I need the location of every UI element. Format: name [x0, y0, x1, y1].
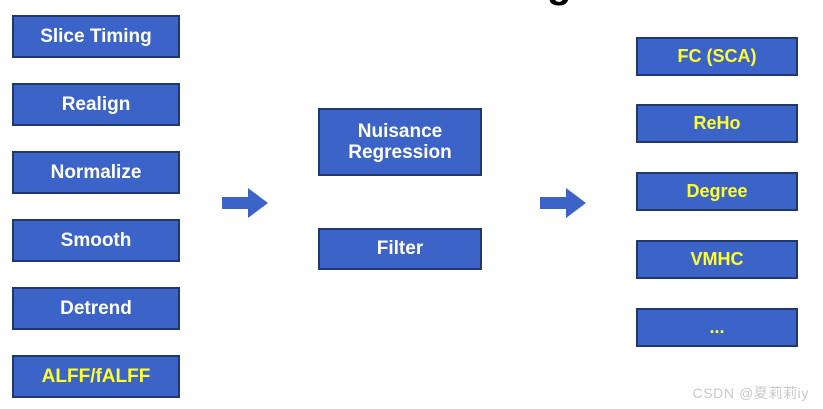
step-label: Detrend — [60, 297, 132, 319]
page-title: fMRI Processing — [0, 0, 823, 7]
step-box-nuisance-regression[interactable]: Nuisance Regression — [318, 108, 482, 176]
step-label: ALFF/fALFF — [41, 365, 151, 387]
step-label: Filter — [376, 238, 424, 260]
step-label: Nuisance Regression — [348, 120, 452, 163]
metric-label: ... — [709, 317, 725, 338]
step-box-filter[interactable]: Filter — [318, 228, 482, 270]
metric-box-more[interactable]: ... — [636, 308, 798, 347]
step-box-detrend[interactable]: Detrend — [12, 287, 180, 330]
watermark: CSDN @夏莉莉iy — [692, 385, 809, 401]
step-box-slice-timing[interactable]: Slice Timing — [12, 15, 180, 58]
metric-label: Degree — [686, 181, 748, 202]
step-box-alff-falff[interactable]: ALFF/fALFF — [12, 355, 180, 398]
metric-box-degree[interactable]: Degree — [636, 172, 798, 211]
metric-box-fc-sca[interactable]: FC (SCA) — [636, 37, 798, 76]
metric-box-reho[interactable]: ReHo — [636, 104, 798, 143]
step-box-normalize[interactable]: Normalize — [12, 151, 180, 194]
metric-label: FC (SCA) — [677, 46, 757, 67]
step-label: Smooth — [60, 229, 132, 251]
metric-label: VMHC — [690, 249, 744, 270]
arrow-right-icon-preprocessing-to-denoising — [222, 186, 268, 220]
arrow-right-icon-denoising-to-metrics — [540, 186, 586, 220]
step-label: Realign — [61, 93, 131, 115]
metric-label: ReHo — [693, 113, 741, 134]
step-label: Normalize — [50, 161, 142, 183]
step-box-realign[interactable]: Realign — [12, 83, 180, 126]
step-box-smooth[interactable]: Smooth — [12, 219, 180, 262]
step-label: Slice Timing — [40, 25, 152, 47]
metric-box-vmhc[interactable]: VMHC — [636, 240, 798, 279]
